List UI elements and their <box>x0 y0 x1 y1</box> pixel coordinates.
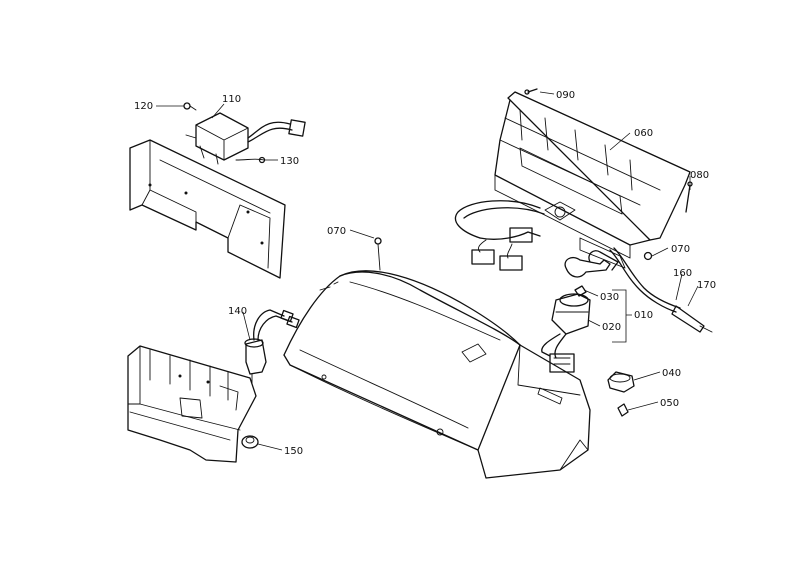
grommet <box>241 435 259 449</box>
screw-070-left <box>374 237 382 271</box>
callout-140: 140 <box>228 306 247 317</box>
callout-060: 060 <box>634 128 653 139</box>
mounting-bracket <box>129 139 286 279</box>
washer-050 <box>617 403 629 417</box>
bolt-120 <box>183 102 197 111</box>
callout-150: 150 <box>284 446 303 457</box>
nut-070-right <box>643 251 653 261</box>
callout-120: 120 <box>134 101 153 112</box>
callout-030: 030 <box>600 292 619 303</box>
callout-010: 010 <box>634 310 653 321</box>
screw-080 <box>685 181 693 213</box>
buzzer-040 <box>607 371 635 393</box>
callout-labels: 120 110 130 090 060 080 070 070 160 170 … <box>134 90 716 457</box>
callout-130: 130 <box>280 156 299 167</box>
callout-080: 080 <box>690 170 709 181</box>
screw-090 <box>524 88 538 95</box>
tacho-cable <box>609 247 713 333</box>
callout-170: 170 <box>697 280 716 291</box>
leader-lines <box>156 91 699 451</box>
callout-070-left: 070 <box>327 226 346 237</box>
callout-160: 160 <box>673 268 692 279</box>
dash-cover <box>283 270 591 479</box>
callout-110: 110 <box>222 94 241 105</box>
callout-090: 090 <box>556 90 575 101</box>
relay-box <box>185 112 306 165</box>
meter-panel <box>494 91 691 269</box>
callout-020: 020 <box>602 322 621 333</box>
ignition-key <box>564 250 619 297</box>
callout-070-right: 070 <box>671 244 690 255</box>
lower-frame <box>127 345 257 463</box>
sensor-switch <box>244 309 300 385</box>
callout-040: 040 <box>662 368 681 379</box>
wire-harness <box>454 200 545 271</box>
callout-050: 050 <box>660 398 679 409</box>
ignition-switch <box>541 293 591 373</box>
